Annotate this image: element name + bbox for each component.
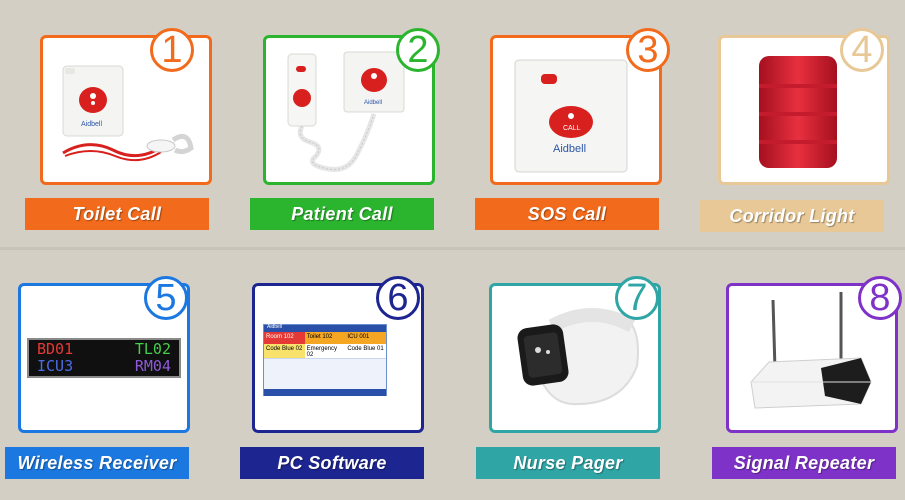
sos-button-text: CALL — [563, 125, 581, 132]
number-badge-3: 3 — [626, 28, 670, 72]
signal-repeater-device-image — [750, 292, 872, 409]
row-divider — [0, 247, 905, 250]
number-badge-7: 7 — [615, 276, 659, 320]
number-badge-1: 1 — [150, 28, 194, 72]
software-cell: Toilet 102 — [304, 332, 346, 344]
corridor-light-device-image — [759, 56, 837, 168]
label-patient-call[interactable]: Patient Call — [250, 198, 434, 230]
patient-call-brand: Aidbell — [364, 100, 382, 106]
number-badge-8: 8 — [858, 276, 902, 320]
software-cell: Code Blue 01 — [345, 344, 387, 358]
label-pc-software[interactable]: PC Software — [240, 447, 424, 479]
number-badge-2: 2 — [396, 28, 440, 72]
label-wireless-receiver[interactable]: Wireless Receiver — [5, 447, 189, 479]
product-card-wireless-receiver[interactable]: BD01 TL02 ICU3 RM04 — [18, 283, 190, 433]
toilet-call-device-image: Aidbell — [62, 65, 194, 162]
toilet-call-brand: Aidbell — [81, 121, 102, 128]
software-cell: Code Blue 02 — [264, 344, 305, 358]
patient-call-device-image: Aidbell — [287, 51, 405, 172]
label-toilet-call[interactable]: Toilet Call — [25, 198, 209, 230]
display-cell: TL02 — [134, 340, 171, 358]
software-cell: Emergency 02 — [304, 344, 346, 358]
nurse-pager-device-image — [517, 308, 639, 406]
label-corridor-light[interactable]: Corridor Light — [700, 200, 884, 232]
number-badge-4: 4 — [840, 28, 884, 72]
software-cell: ICU 001 — [345, 332, 387, 344]
product-card-patient-call[interactable]: Aidbell — [263, 35, 435, 185]
number-badge-5: 5 — [144, 276, 188, 320]
pc-software-screen: Aidbell Room 102 Toilet 102 ICU 001 Code… — [263, 324, 387, 396]
software-titlebar: Aidbell — [264, 325, 386, 332]
label-nurse-pager[interactable]: Nurse Pager — [476, 447, 660, 479]
product-card-signal-repeater[interactable] — [726, 283, 898, 433]
software-cell: Room 102 — [264, 332, 305, 344]
wireless-receiver-display: BD01 TL02 ICU3 RM04 — [27, 338, 181, 378]
display-cell: ICU3 — [37, 357, 74, 375]
label-sos-call[interactable]: SOS Call — [475, 198, 659, 230]
label-signal-repeater[interactable]: Signal Repeater — [712, 447, 896, 479]
sos-call-device-image: CALL Aidbell — [514, 59, 628, 173]
display-cell: RM04 — [134, 357, 171, 375]
display-cell: BD01 — [37, 340, 74, 358]
number-badge-6: 6 — [376, 276, 420, 320]
sos-call-brand: Aidbell — [553, 143, 586, 155]
